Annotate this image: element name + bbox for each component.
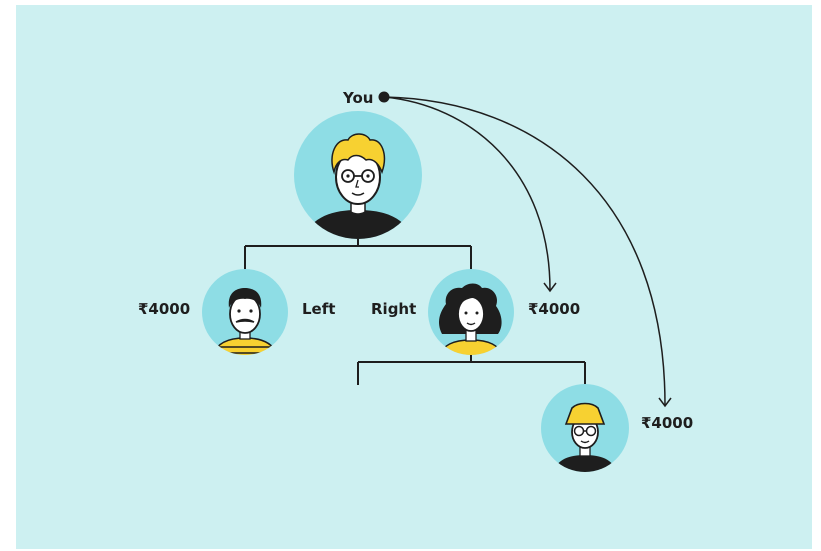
arrow-to-grandchild-member — [383, 96, 666, 406]
right-label: Right — [371, 300, 416, 318]
grandchild-avatar — [541, 384, 629, 472]
person-curly-blond-glasses-icon — [300, 133, 416, 239]
left-amount: ₹4000 — [138, 300, 190, 318]
tree-connectors — [244, 238, 586, 388]
connector-root-to-children — [244, 238, 472, 270]
diagram-background — [16, 5, 812, 549]
arrowhead-grandchild-member — [658, 397, 672, 408]
right-amount: ₹4000 — [528, 300, 580, 318]
you-label: You — [342, 89, 373, 107]
you-dot — [378, 91, 390, 103]
person-bucket-hat-icon — [552, 402, 618, 472]
arrowhead-right-member — [543, 282, 557, 293]
person-curly-dark-hair-icon — [437, 283, 505, 355]
left-label: Left — [302, 300, 335, 318]
arrow-to-right-member — [383, 96, 551, 291]
left-avatar — [202, 269, 288, 355]
grandchild-amount: ₹4000 — [641, 414, 693, 432]
you-avatar — [294, 111, 422, 239]
payout-arrows — [383, 96, 672, 408]
connector-right-to-grandchildren — [357, 350, 586, 388]
right-avatar — [428, 269, 514, 355]
